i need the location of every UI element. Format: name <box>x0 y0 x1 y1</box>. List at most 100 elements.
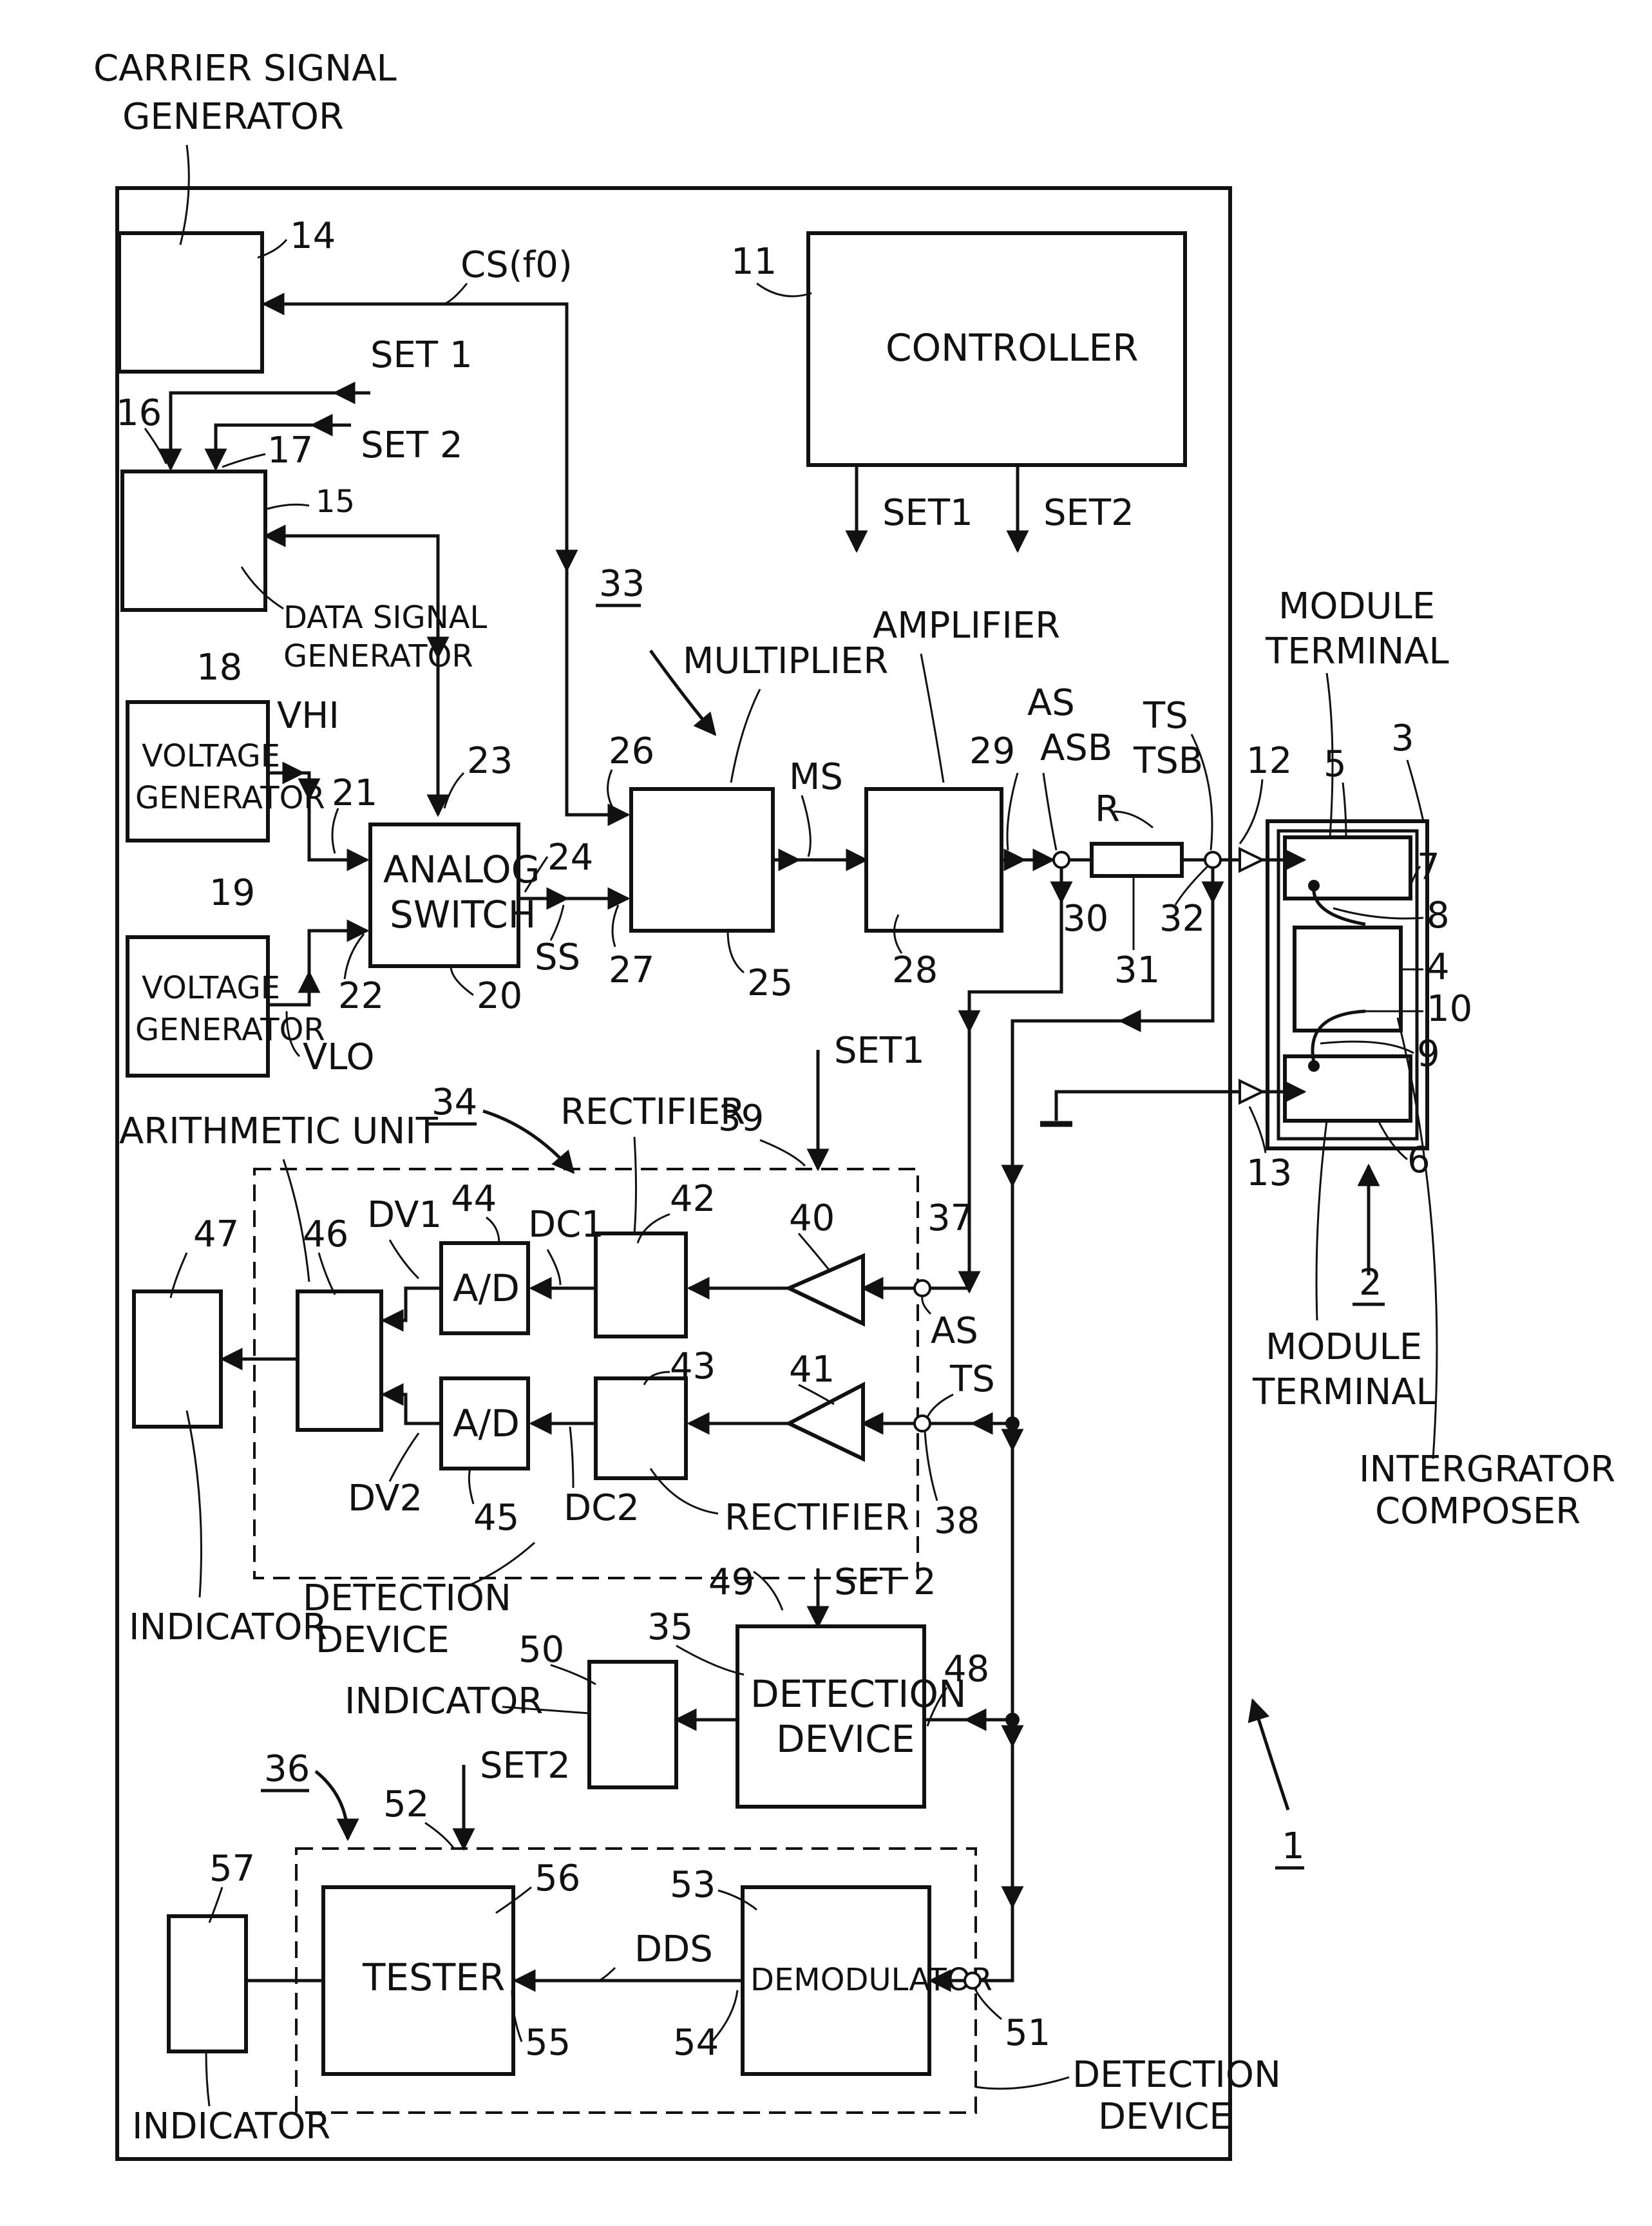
ref-45: 45 <box>473 1497 519 1539</box>
rectifier-43-block <box>596 1378 686 1478</box>
dc2-label: DC2 <box>564 1487 640 1529</box>
detection-device-34-label: DETECTION <box>303 1577 511 1619</box>
set2-36-label: SET2 <box>480 1745 571 1787</box>
amplifier-label: AMPLIFIER <box>873 605 1060 647</box>
ref-39: 39 <box>718 1098 764 1139</box>
node-32 <box>1205 852 1220 868</box>
ref-46: 46 <box>303 1213 348 1255</box>
controller-set2-label: SET2 <box>1043 492 1134 534</box>
ref-44: 44 <box>451 1178 497 1220</box>
voltage-generator-19-label: VOLTAGE <box>142 970 280 1006</box>
carrier-signal-generator-label-2: GENERATOR <box>122 96 344 138</box>
ref-43: 43 <box>670 1346 716 1387</box>
ref-21: 21 <box>332 772 377 814</box>
ref-38: 38 <box>934 1500 980 1542</box>
ref-27: 27 <box>609 949 654 991</box>
ref-3: 3 <box>1391 718 1414 759</box>
cs-signal-label: CS(f0) <box>460 244 573 286</box>
module-part-4 <box>1295 928 1401 1031</box>
ref-9: 9 <box>1417 1033 1440 1075</box>
detection-device-36-label-2: DEVICE <box>1098 2096 1232 2138</box>
ref-25: 25 <box>747 962 793 1004</box>
module-terminal-top-label-2: TERMINAL <box>1265 631 1449 672</box>
indicator-47-block <box>134 1291 221 1427</box>
controller-label: CONTROLLER <box>886 326 1139 370</box>
ref-12: 12 <box>1246 740 1292 782</box>
node-30 <box>1054 852 1069 868</box>
dc1-label: DC1 <box>528 1204 604 1246</box>
ref-53: 53 <box>670 1864 716 1906</box>
ref-48: 48 <box>944 1648 989 1690</box>
ts-top-label: TS <box>1143 695 1188 737</box>
voltage-generator-19-label-2: GENERATOR <box>135 1012 325 1048</box>
module-part-5 <box>1285 837 1410 899</box>
ref-35: 35 <box>647 1606 693 1648</box>
resistor-label: R <box>1095 788 1120 830</box>
ref-11: 11 <box>731 241 777 283</box>
ref-40: 40 <box>789 1197 835 1239</box>
voltage-generator-18-label: VOLTAGE <box>142 738 280 774</box>
ref-31: 31 <box>1114 949 1160 991</box>
indicator-50-label: INDICATOR <box>345 1680 543 1722</box>
data-signal-generator-label-2: GENERATOR <box>283 638 473 674</box>
controller-set1-label: SET1 <box>882 492 973 534</box>
amplifier-block <box>866 789 1002 931</box>
module-terminal-top-label: MODULE <box>1278 585 1435 627</box>
ref-42: 42 <box>670 1178 716 1220</box>
ad-45-label: A/D <box>453 1402 520 1445</box>
ref-29: 29 <box>969 730 1015 772</box>
ref-34: 34 <box>432 1081 477 1123</box>
indicator-57-label: INDICATOR <box>132 2106 330 2147</box>
ref-30: 30 <box>1063 898 1108 940</box>
dds-label: DDS <box>634 1928 713 1970</box>
ref-13: 13 <box>1246 1152 1292 1194</box>
voltage-generator-19-block <box>128 937 268 1076</box>
ad-44-label: A/D <box>453 1266 520 1310</box>
ref-49: 49 <box>708 1561 754 1603</box>
arithmetic-unit-label: ARITHMETIC UNIT <box>119 1110 439 1152</box>
terminal-13-triangle <box>1240 1081 1262 1103</box>
vhi-label: VHI <box>277 695 339 737</box>
ref-55: 55 <box>525 2022 571 2064</box>
ref-37: 37 <box>927 1197 973 1239</box>
carrier-signal-generator-label: CARRIER SIGNAL <box>93 48 397 90</box>
indicator-57-block <box>169 1916 246 2051</box>
ref-17: 17 <box>267 430 313 471</box>
rectifier-42-block <box>596 1233 686 1337</box>
analog-switch-label-2: SWITCH <box>390 893 536 937</box>
ref-20: 20 <box>477 975 522 1017</box>
terminal-12-triangle <box>1240 849 1262 871</box>
module-part-6 <box>1285 1056 1410 1121</box>
ref-52: 52 <box>383 1784 429 1825</box>
asb-label: ASB <box>1040 727 1112 769</box>
ref-1: 1 <box>1282 1825 1305 1867</box>
carrier-signal-generator-block <box>119 233 262 372</box>
ref-18: 18 <box>196 647 242 689</box>
ts-det-label: TS <box>949 1358 995 1400</box>
dv2-label: DV2 <box>348 1478 422 1519</box>
detection-device-34-label-2: DEVICE <box>316 1619 450 1661</box>
ref-51: 51 <box>1005 2012 1050 2054</box>
module-outer <box>1267 821 1427 1148</box>
module-terminal-bottom-label: MODULE <box>1266 1326 1422 1368</box>
ref-57: 57 <box>209 1848 255 1890</box>
node-37 <box>915 1280 930 1296</box>
ms-label: MS <box>789 756 843 798</box>
ss-label: SS <box>535 937 580 978</box>
data-signal-generator-label: DATA SIGNAL <box>283 600 487 636</box>
ref-32: 32 <box>1159 898 1205 940</box>
arithmetic-unit-block <box>298 1291 381 1430</box>
ref-10: 10 <box>1427 988 1472 1030</box>
multiplier-block <box>631 789 773 931</box>
ref-33: 33 <box>599 563 645 605</box>
node-38 <box>915 1416 930 1431</box>
set2-input-label: SET 2 <box>361 424 463 466</box>
set2-35-label: SET 2 <box>834 1561 936 1603</box>
det-set1-label: SET1 <box>834 1030 925 1072</box>
ref-19: 19 <box>209 872 255 914</box>
ref-8: 8 <box>1427 895 1450 937</box>
tester-label: TESTER <box>362 1955 505 1999</box>
detection-device-35-label-2: DEVICE <box>776 1717 915 1761</box>
ref-50: 50 <box>518 1629 564 1671</box>
